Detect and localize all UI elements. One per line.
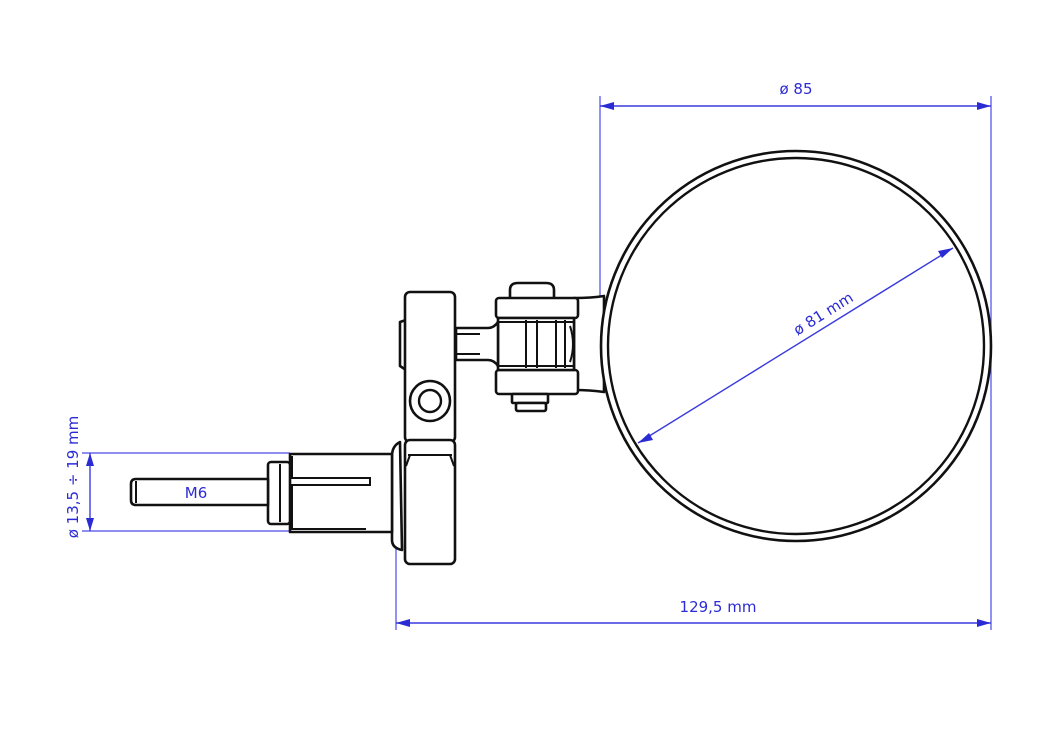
- overall-length-label: 129,5 mm: [680, 598, 757, 616]
- bar-diameter-label: ø 13,5 ÷ 19 mm: [64, 416, 82, 539]
- hinge-joint: [454, 281, 580, 413]
- dimension-bar-diameter: ø 13,5 ÷ 19 mm: [64, 416, 94, 539]
- dimension-housing-diameter: ø 85: [600, 80, 991, 110]
- dimension-overall-length: 129,5 mm: [396, 598, 991, 627]
- bar-end-insert: M6: [129, 452, 394, 534]
- thread-label: M6: [185, 484, 208, 502]
- clamp-body: [390, 290, 457, 566]
- mirror-housing: [572, 149, 993, 543]
- housing-diameter-label: ø 85: [779, 80, 812, 98]
- extension-lines: [82, 96, 992, 630]
